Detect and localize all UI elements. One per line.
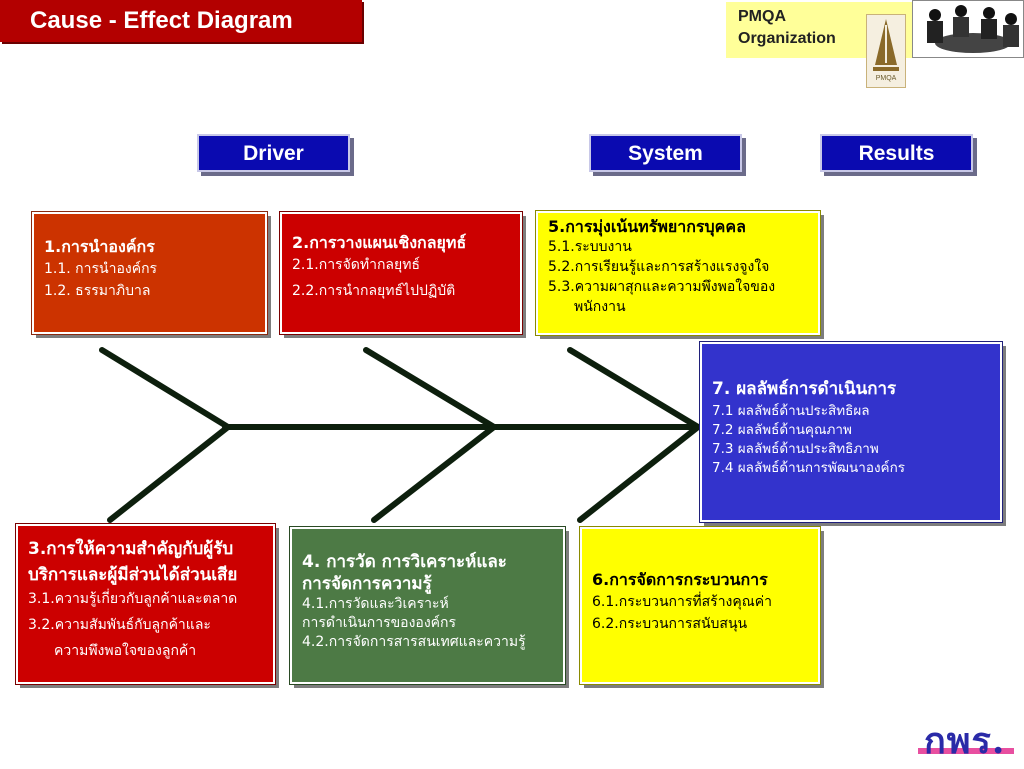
box-measurement-knowledge-heading-1: 4. การวัด การวิเคราะห์และ <box>302 552 507 572</box>
box-customer-focus: 3.การให้ความสำคัญกับผู้รับ บริการและผู้ม… <box>15 523 276 685</box>
box-customer-focus-item: 3.2.ความสัมพันธ์กับลูกค้าและ <box>28 617 211 633</box>
footer-logo-underline <box>918 748 1014 754</box>
fishbone-bone-6 <box>577 424 701 523</box>
pmqa-line2: Organization <box>738 30 836 47</box>
category-results: Results <box>820 134 973 172</box>
box-customer-focus-heading-2: บริการและผู้มีส่วนได้ส่วนเสีย <box>28 565 238 585</box>
box-customer-focus-heading-1: 3.การให้ความสำคัญกับผู้รับ <box>28 539 234 559</box>
category-driver: Driver <box>197 134 350 172</box>
box-leadership-heading: 1.การนำองค์กร <box>44 237 155 256</box>
box-measurement-knowledge-item: 4.2.การจัดการสารสนเทศและความรู้ <box>302 634 526 650</box>
box-results-item: 7.2 ผลลัพธ์ด้านคุณภาพ <box>712 422 852 438</box>
box-workforce-focus-item: 5.1.ระบบงาน <box>548 239 632 255</box>
box-process-management-item: 6.2.กระบวนการสนับสนุน <box>592 616 748 632</box>
box-workforce-focus-item: พนักงาน <box>574 299 626 315</box>
box-strategic-planning-item: 2.2.การนำกลยุทธ์ไปปฏิบัติ <box>292 283 456 299</box>
box-measurement-knowledge-heading-2: การจัดการความรู้ <box>302 574 432 594</box>
box-customer-focus-item: 3.1.ความรู้เกี่ยวกับลูกค้าและตลาด <box>28 591 238 607</box>
category-system: System <box>589 134 742 172</box>
box-workforce-focus-item: 5.3.ความผาสุกและความพึงพอใจของ <box>548 279 776 295</box>
box-measurement-knowledge: 4. การวัด การวิเคราะห์และ การจัดการความร… <box>289 526 566 685</box>
fishbone-bone-4 <box>371 424 497 523</box>
box-workforce-focus: 5.การมุ่งเน้นทรัพยากรบุคคล 5.1.ระบบงาน 5… <box>535 210 821 336</box>
box-workforce-focus-item: 5.2.การเรียนรู้และการสร้างแรงจูงใจ <box>548 259 770 275</box>
box-leadership-item: 1.2. ธรรมาภิบาล <box>44 283 151 299</box>
box-workforce-focus-heading: 5.การมุ่งเน้นทรัพยากรบุคคล <box>548 217 746 236</box>
box-results-item: 7.1 ผลลัพธ์ด้านประสิทธิผล <box>712 403 870 419</box>
fishbone-bone-5 <box>567 347 701 430</box>
diagram-title: Cause - Effect Diagram <box>0 0 362 42</box>
box-leadership: 1.การนำองค์กร 1.1. การนำองค์กร 1.2. ธรรม… <box>31 211 268 335</box>
box-strategic-planning: 2.การวางแผนเชิงกลยุทธ์ 2.1.การจัดทำกลยุท… <box>279 211 523 335</box>
box-strategic-planning-heading: 2.การวางแผนเชิงกลยุทธ์ <box>292 233 467 252</box>
box-process-management-heading: 6.การจัดการกระบวนการ <box>592 570 768 589</box>
box-customer-focus-item: ความพึงพอใจของลูกค้า <box>54 643 197 659</box>
box-measurement-knowledge-item: 4.1.การวัดและวิเคราะห์ <box>302 596 449 612</box>
fishbone-bone-3 <box>107 424 231 523</box>
box-results-item: 7.4 ผลลัพธ์ด้านการพัฒนาองค์กร <box>712 460 905 476</box>
footer-logo: กพร. <box>924 720 1006 762</box>
pmqa-emblem-icon: PMQA <box>866 14 906 88</box>
box-process-management: 6.การจัดการกระบวนการ 6.1.กระบวนการที่สร้… <box>579 526 821 685</box>
box-results: 7. ผลลัพธ์การดำเนินการ 7.1 ผลลัพธ์ด้านปร… <box>699 341 1003 523</box>
box-process-management-item: 6.1.กระบวนการที่สร้างคุณค่า <box>592 594 772 610</box>
box-measurement-knowledge-item: การดำเนินการขององค์กร <box>302 615 457 631</box>
pmqa-emblem-label: PMQA <box>875 75 897 82</box>
fishbone-bone-2 <box>363 347 497 430</box>
pmqa-logo-text: PMQA Organization <box>738 6 868 50</box>
box-results-item: 7.3 ผลลัพธ์ด้านประสิทธิภาพ <box>712 441 879 457</box>
fishbone-bone-1 <box>99 347 231 430</box>
box-leadership-item: 1.1. การนำองค์กร <box>44 261 158 277</box>
pmqa-line1: PMQA <box>738 8 786 25</box>
box-strategic-planning-item: 2.1.การจัดทำกลยุทธ์ <box>292 257 420 273</box>
box-results-heading: 7. ผลลัพธ์การดำเนินการ <box>712 379 897 399</box>
